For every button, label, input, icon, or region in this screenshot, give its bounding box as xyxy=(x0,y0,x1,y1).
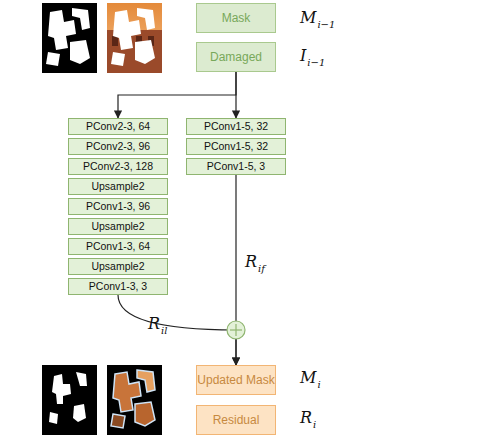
layer-box: PConv2-3, 128 xyxy=(68,158,168,175)
layer-box: PConv1-3, 64 xyxy=(68,238,168,255)
layer-box: PConv1-5, 32 xyxy=(186,138,286,155)
box-text: Mask xyxy=(222,12,251,25)
math-label: Ii−1 xyxy=(300,46,325,65)
sum-symbol xyxy=(227,321,245,339)
math-label: Rif xyxy=(245,252,265,271)
symbol-base: M xyxy=(300,8,316,27)
layer-box: PConv1-3, 96 xyxy=(68,198,168,215)
layer-box: PConv1-5, 32 xyxy=(186,118,286,135)
residual-image xyxy=(107,365,162,435)
output-box: Residual xyxy=(196,405,276,435)
flow-arrow xyxy=(118,72,236,118)
symbol-subscript: i−1 xyxy=(307,57,325,68)
math-label: Mi xyxy=(300,368,321,387)
symbol-base: R xyxy=(300,408,312,427)
layer-box: PConv1-3, 3 xyxy=(68,278,168,295)
box-text: PConv2-3, 128 xyxy=(83,161,153,172)
layer-box: PConv2-3, 96 xyxy=(68,138,168,155)
box-text: PConv1-3, 3 xyxy=(89,281,147,292)
math-label: Mi−1 xyxy=(300,8,335,27)
symbol-base: R xyxy=(245,252,257,271)
box-text: PConv2-3, 64 xyxy=(86,121,150,132)
input-box: Mask xyxy=(196,3,276,33)
box-text: Upsample2 xyxy=(91,261,144,272)
box-text: Updated Mask xyxy=(197,374,274,387)
damaged-image xyxy=(107,3,162,73)
symbol-subscript: i−1 xyxy=(317,19,335,30)
symbol-subscript: i xyxy=(317,379,320,390)
layer-box: Upsample2 xyxy=(68,218,168,235)
box-text: PConv1-5, 32 xyxy=(204,121,268,132)
symbol-subscript: i xyxy=(313,419,316,430)
layer-box: Upsample2 xyxy=(68,258,168,275)
symbol-base: I xyxy=(300,46,306,65)
box-text: PConv1-3, 64 xyxy=(86,241,150,252)
output-box: Updated Mask xyxy=(196,365,276,395)
flow-arrow xyxy=(118,295,236,365)
box-text: Upsample2 xyxy=(91,221,144,232)
math-label: Ri xyxy=(300,408,316,427)
input-box: Damaged xyxy=(196,42,276,72)
box-text: Upsample2 xyxy=(91,181,144,192)
math-label: Ril xyxy=(148,314,167,333)
box-text: Residual xyxy=(213,414,260,427)
updated-mask-image xyxy=(42,365,97,435)
symbol-subscript: if xyxy=(258,263,265,274)
layer-box: PConv2-3, 64 xyxy=(68,118,168,135)
box-text: Damaged xyxy=(210,51,262,64)
flow-arrow xyxy=(235,175,236,365)
box-text: PConv2-3, 96 xyxy=(86,141,150,152)
symbol-base: R xyxy=(148,314,160,333)
box-text: PConv1-3, 96 xyxy=(86,201,150,212)
input-mask-image xyxy=(42,3,97,73)
symbol-base: M xyxy=(300,368,316,387)
layer-box: Upsample2 xyxy=(68,178,168,195)
box-text: PConv1-5, 32 xyxy=(204,141,268,152)
flow-arrow xyxy=(235,72,236,118)
layer-box: PConv1-5, 3 xyxy=(186,158,286,175)
symbol-subscript: il xyxy=(161,325,167,336)
box-text: PConv1-5, 3 xyxy=(207,161,265,172)
